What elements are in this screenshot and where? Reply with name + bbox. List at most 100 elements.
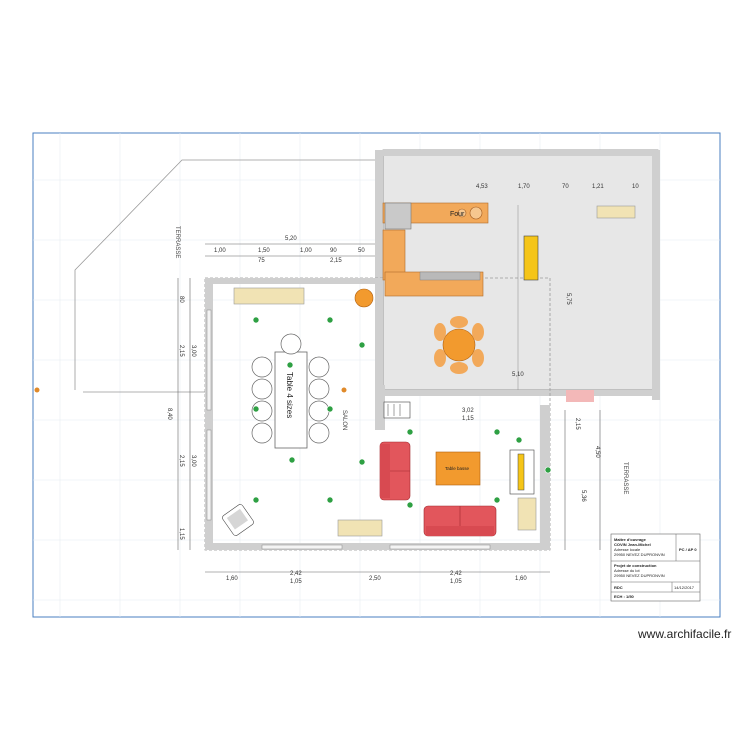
level-label: RDC (614, 585, 623, 590)
dim-top-4: 90 (330, 248, 337, 254)
pink-door (566, 390, 594, 402)
dining-chair-2 (251, 356, 273, 378)
dim-top-6: 75 (258, 258, 265, 264)
title-block (610, 533, 701, 602)
dim-left-4: 8,40 (166, 408, 172, 420)
tv (517, 453, 525, 491)
kitchen-island-tops (419, 271, 481, 281)
dim-top-5: 50 (358, 248, 365, 254)
light-icon (493, 496, 501, 504)
dining-chair-6 (308, 356, 330, 378)
light-icon (252, 496, 260, 504)
dim-kitchen-3: 1,21 (592, 184, 604, 190)
kitchen-chair-3 (434, 323, 446, 341)
dim-bottom-2: 2,42 (290, 571, 302, 577)
existing-wall-right (652, 150, 660, 400)
date-label: 14/12/2017 (674, 585, 695, 590)
dim-bottom-5: 2,42 (450, 571, 462, 577)
sideboard-top (233, 287, 305, 305)
light-icon (326, 496, 334, 504)
section-marker-left (34, 387, 40, 393)
dim-bottom-7: 1,60 (515, 576, 527, 582)
sofa-left (379, 441, 411, 501)
dim-left-2: 3,00 (190, 345, 196, 357)
kitchen-corner-sink (384, 202, 412, 230)
project-city: 29950 NEVEZ DUPRONVIN (614, 573, 665, 578)
terrasse-left-label: TERRASSE (174, 226, 180, 258)
coffee-table-label: Table basse (445, 466, 470, 471)
dim-left-6: 2,15 (178, 455, 184, 467)
kitchen-chair-6 (472, 349, 484, 367)
coffee-table (435, 451, 481, 486)
dim-right-3: 2,15 (574, 418, 580, 430)
dim-bottom-1: 1,60 (226, 576, 238, 582)
armchair (222, 504, 254, 536)
light-icon (326, 405, 334, 413)
dim-misc-2: 1,15 (462, 416, 474, 422)
dim-kitchen-1: 4,53 (476, 184, 488, 190)
section-marker-mid (341, 387, 347, 393)
kitchen-chair-5 (434, 349, 446, 367)
salon-wall-right (540, 405, 550, 550)
dim-kitchen-2: 1,70 (518, 184, 530, 190)
dining-chair-5 (251, 422, 273, 444)
sofa-bottom (423, 505, 497, 537)
dim-bottom-3: 1,05 (290, 579, 302, 585)
project-heading: Projet de construction (614, 563, 657, 568)
owner-city: 29950 NEVEZ DUPRONVIN (614, 552, 665, 557)
light-icon (406, 428, 414, 436)
salon-wall-left (205, 278, 213, 550)
dim-right-5: 5,36 (580, 490, 586, 502)
light-icon (406, 501, 414, 509)
owner-line: Adresse locale (614, 547, 641, 552)
side-cabinet-top (596, 205, 636, 219)
dimension-lines (83, 243, 601, 573)
dining-chair-7 (308, 378, 330, 400)
light-icon (544, 466, 552, 474)
dim-right-2: 5,75 (565, 293, 571, 305)
scale-label: ECH : 1/50 (614, 594, 635, 599)
light-icon (286, 361, 294, 369)
light-icon (252, 405, 260, 413)
kitchen-chair-1 (450, 316, 468, 328)
owner-name: COVIN Jean-Michel (614, 542, 651, 547)
light-icon (493, 428, 501, 436)
dining-chair-9 (308, 422, 330, 444)
window-left-2 (206, 429, 212, 521)
dim-bottom-4: 2,50 (369, 576, 381, 582)
window-left (206, 309, 212, 411)
site-boundary (74, 159, 375, 390)
terrasse-right-label: TERRASSE (622, 462, 628, 494)
dim-right-4: 4,50 (594, 446, 600, 458)
dim-top-total: 5,20 (285, 236, 297, 242)
light-icon (358, 341, 366, 349)
dim-top-7: 2,15 (330, 258, 342, 264)
dim-misc-1: 3,02 (462, 408, 474, 414)
dim-left-7: 1,15 (178, 528, 184, 540)
stove-icon (469, 206, 483, 220)
kitchen-chair-4 (472, 323, 484, 341)
dining-table-label: Table 4 sizes (285, 372, 294, 418)
dining-chair-8 (308, 400, 330, 422)
oven-label: Four (450, 211, 465, 218)
existing-wall-bottom (383, 390, 660, 396)
dim-left-3: 2,15 (178, 345, 184, 357)
kitchen-chair-2 (450, 362, 468, 374)
project-line: Adresse du lot (614, 568, 640, 573)
light-icon (288, 456, 296, 464)
dining-chair-3 (251, 378, 273, 400)
salon-label: SALON (341, 410, 347, 430)
kitchen-zone (382, 149, 659, 391)
dim-top-1: 1,00 (214, 248, 226, 254)
light-icon (252, 316, 260, 324)
existing-wall-left (375, 150, 383, 390)
light-markers (252, 316, 552, 509)
stove-burner-icon (457, 208, 467, 218)
kitchen-round-table (442, 328, 476, 362)
dim-left-5: 3,00 (190, 455, 196, 467)
dining-chairs (251, 333, 330, 444)
dim-kitchen-5: 10 (632, 184, 639, 190)
watermark: www.archifacile.fr (638, 627, 732, 641)
round-stool (354, 288, 374, 308)
light-icon (358, 458, 366, 466)
